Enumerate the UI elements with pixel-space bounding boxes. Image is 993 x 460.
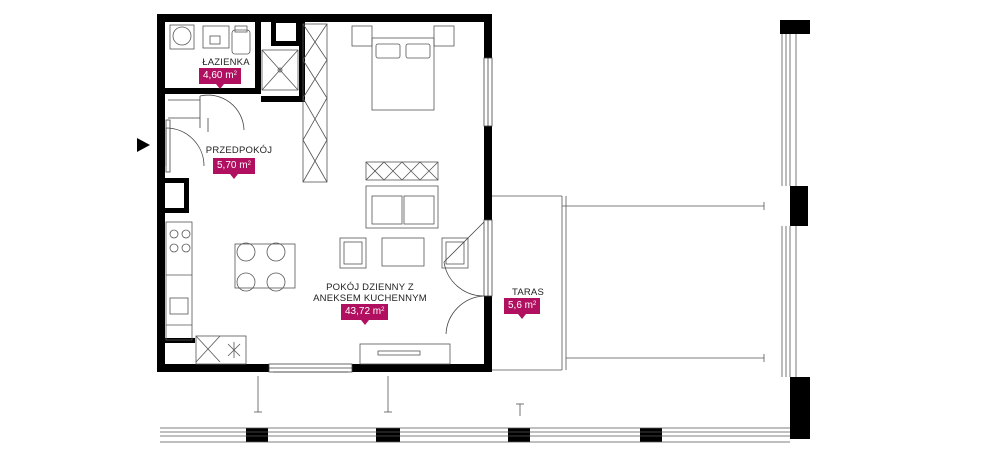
room-name-lazienka: ŁAZIENKA xyxy=(202,57,250,68)
area-badge-taras: 5,6 m2 xyxy=(504,298,541,319)
doors xyxy=(165,94,485,335)
windows xyxy=(268,57,493,373)
dining-table xyxy=(234,242,296,292)
sofa xyxy=(365,185,439,229)
room-name-pokoj-line1: POKÓJ DZIENNY Z xyxy=(326,282,414,293)
bottom-facade xyxy=(160,376,790,443)
living-seating xyxy=(339,237,469,269)
area-unit-sup: 2 xyxy=(247,161,251,167)
exterior-walls xyxy=(157,14,810,442)
bed xyxy=(351,25,455,111)
area-unit-sup: 2 xyxy=(233,71,237,77)
wardrobe xyxy=(302,23,328,183)
bathroom-fixtures xyxy=(169,24,299,91)
room-name-przedpokoj: PRZEDPOKÓJ xyxy=(205,145,273,156)
area-value-pokoj: 43,72 m xyxy=(345,306,382,317)
area-unit-sup: 2 xyxy=(381,307,385,313)
terrace xyxy=(492,195,765,371)
area-badge-lazienka: 4,60 m2 xyxy=(199,68,241,89)
right-facade xyxy=(781,34,797,377)
shelving xyxy=(365,161,439,181)
area-value-lazienka: 4,60 m xyxy=(203,70,234,81)
area-value-przedpokoj: 5,70 m xyxy=(217,160,248,171)
entrance-arrow-icon xyxy=(137,138,150,152)
room-name-pokoj-line2: ANEKSEM KUCHENNYM xyxy=(313,293,427,304)
room-name-taras: TARAS xyxy=(512,287,544,298)
area-badge-przedpokoj: 5,70 m2 xyxy=(213,158,255,179)
tv-cabinet xyxy=(359,343,451,365)
area-unit-sup: 2 xyxy=(533,301,537,307)
area-badge-pokoj: 43,72 m2 xyxy=(341,304,389,325)
kitchen-counter xyxy=(165,221,247,365)
area-value-taras: 5,6 m xyxy=(508,300,534,311)
